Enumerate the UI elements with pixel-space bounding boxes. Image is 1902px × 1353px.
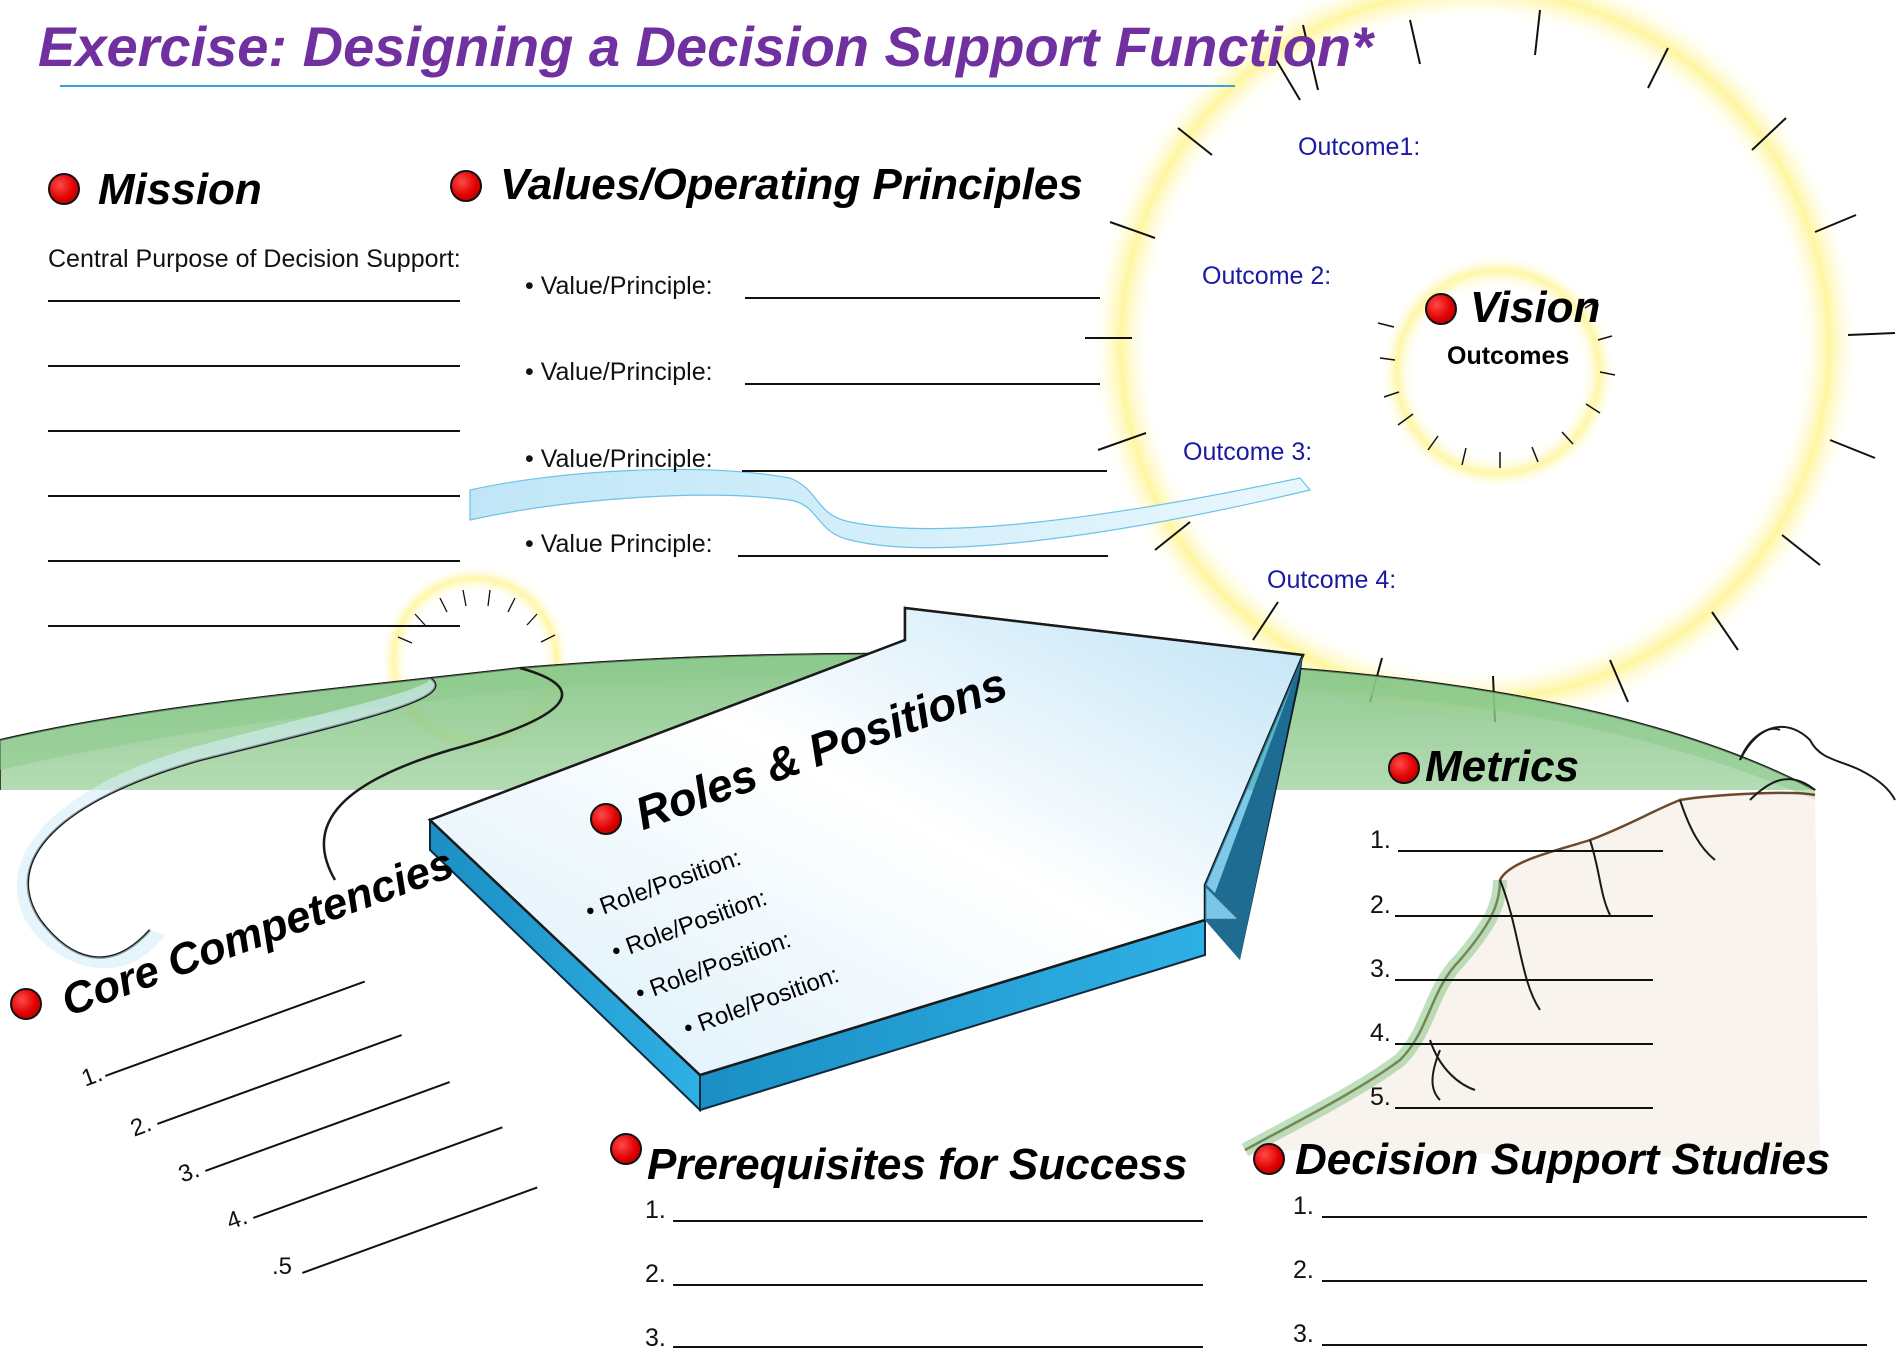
vision-heading: Vision	[1470, 283, 1601, 332]
metrics-heading: Metrics	[1425, 742, 1580, 791]
outcome-4: Outcome 4:	[1267, 566, 1397, 594]
metrics-number-1: 1.	[1370, 826, 1391, 854]
roles-bullet-icon	[590, 803, 622, 835]
core-number-5: .5	[272, 1253, 293, 1280]
metrics-number-5: 5.	[1370, 1083, 1391, 1111]
vision-bullet-icon	[1425, 293, 1457, 325]
prereq-number-2: 2.	[645, 1260, 666, 1288]
title-underline	[60, 85, 1235, 87]
values-item-label: Value/Principle:	[540, 445, 713, 473]
values-blank-1[interactable]	[745, 297, 1100, 299]
vision-subheading: Outcomes	[1447, 342, 1570, 370]
studies-heading: Decision Support Studies	[1295, 1135, 1831, 1184]
metrics-number-4: 4.	[1370, 1019, 1391, 1047]
values-blank-4[interactable]	[738, 555, 1108, 557]
page-title: Exercise: Designing a Decision Support F…	[38, 15, 1373, 78]
values-item-3: • Value/Principle:	[525, 445, 713, 473]
metrics-number-2: 2.	[1370, 891, 1391, 919]
outcome-3: Outcome 3:	[1183, 438, 1313, 466]
values-blank-2[interactable]	[745, 383, 1100, 385]
prereq-number-1: 1.	[645, 1196, 666, 1224]
values-item-label: Value/Principle:	[540, 272, 713, 300]
metrics-line-2[interactable]	[1395, 915, 1653, 917]
mission-line-1[interactable]	[48, 300, 460, 302]
values-item-label: Value/Principle:	[540, 358, 713, 386]
prereq-line-1[interactable]	[673, 1220, 1203, 1222]
arrow-icon	[427, 606, 1305, 1113]
metrics-number-3: 3.	[1370, 955, 1391, 983]
studies-number-2: 2.	[1293, 1256, 1314, 1284]
mission-heading: Mission	[98, 165, 262, 214]
studies-number-3: 3.	[1293, 1320, 1314, 1348]
values-item-4: • Value Principle:	[525, 530, 713, 558]
mission-line-4[interactable]	[48, 495, 460, 497]
prereq-line-3[interactable]	[673, 1346, 1203, 1348]
studies-line-2[interactable]	[1322, 1280, 1867, 1282]
metrics-bullet-icon	[1388, 752, 1420, 784]
mission-line-6[interactable]	[48, 625, 460, 627]
metrics-line-4[interactable]	[1395, 1043, 1653, 1045]
river	[469, 468, 1312, 549]
outcome-2: Outcome 2:	[1202, 262, 1332, 290]
mission-line-5[interactable]	[48, 560, 460, 562]
mission-line-3[interactable]	[48, 430, 460, 432]
values-blank-3[interactable]	[742, 470, 1107, 472]
values-bullet-icon	[450, 170, 482, 202]
values-item-1: • Value/Principle:	[525, 272, 713, 300]
values-item-2: • Value/Principle:	[525, 358, 713, 386]
studies-line-3[interactable]	[1322, 1344, 1867, 1346]
outcome-1: Outcome1:	[1298, 133, 1421, 161]
metrics-line-5[interactable]	[1395, 1107, 1653, 1109]
studies-number-1: 1.	[1293, 1192, 1314, 1220]
values-item-label: Value Principle:	[540, 530, 713, 558]
mission-line-2[interactable]	[48, 365, 460, 367]
metrics-line-1[interactable]	[1398, 850, 1663, 852]
mission-bullet-icon	[48, 173, 80, 205]
studies-line-1[interactable]	[1322, 1216, 1867, 1218]
prereq-heading: Prerequisites for Success	[647, 1140, 1188, 1189]
mission-prompt: Central Purpose of Decision Support:	[48, 245, 461, 273]
metrics-line-3[interactable]	[1395, 979, 1653, 981]
tree-icon	[1241, 726, 1896, 1160]
prereq-bullet-icon	[610, 1133, 642, 1165]
prereq-line-2[interactable]	[673, 1284, 1203, 1286]
values-heading: Values/Operating Principles	[500, 160, 1083, 209]
core-bullet-icon	[10, 988, 42, 1020]
prereq-number-3: 3.	[645, 1324, 666, 1352]
studies-bullet-icon	[1253, 1143, 1285, 1175]
